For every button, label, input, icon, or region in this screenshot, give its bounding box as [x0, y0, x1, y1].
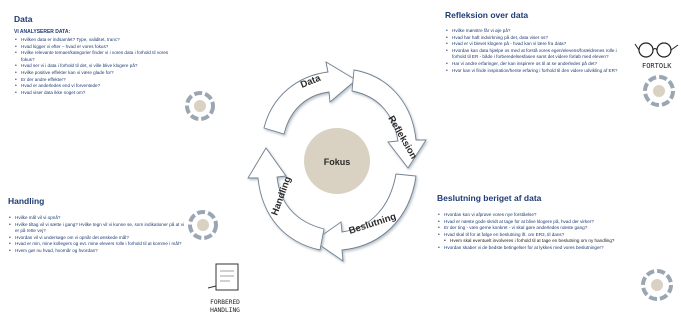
list-item: Er der andre effekter?: [15, 77, 182, 84]
glasses-label: FORTOLK: [642, 62, 672, 70]
list-subitem: Hvem skal eventuelt involveres i forhold…: [444, 238, 627, 245]
glasses-icon: FORTOLK: [634, 42, 679, 70]
beslutning-title: Beslutning beriget af data: [437, 193, 542, 203]
mini-cycle-icon: [185, 91, 215, 121]
list-item: Hvilke positive effekter kan vi være gla…: [15, 70, 182, 77]
data-question-list: Hvilken data er indsamlet? Type, validit…: [14, 37, 182, 96]
list-item: Hvilke mål vil vi opnå?: [9, 215, 188, 222]
list-item: Hvad er vi blevet klogere på - hvad kan …: [446, 41, 625, 48]
list-item: Hvilke mønstre får vi øje på?: [446, 28, 625, 35]
list-item: Er der ting - væn gerne konkret - vi ska…: [438, 225, 627, 232]
center-circle: [304, 128, 370, 194]
mini-cycle-icon: [188, 210, 218, 240]
paper-label-line1: FORBERED: [210, 299, 240, 306]
handling-question-list: Hvilke mål vil vi opnå? Hvilke tiltag vi…: [8, 215, 188, 255]
arrow-beslutning: [313, 173, 417, 262]
beslutning-panel: Beslutning beriget af data Hvordan kan v…: [437, 193, 627, 252]
list-item: Hvad er anderledes end vi forventede?: [15, 83, 182, 90]
data-panel: Data VI ANALYSERER DATA: Hvilken data er…: [14, 14, 182, 96]
beslutning-question-list: Hvordan kan vi afprøve vores nye forståe…: [437, 212, 627, 252]
cycle-diagram: Fokus Data Refleksion Beslutning Handlin…: [247, 61, 427, 262]
data-subtitle: VI ANALYSERER DATA:: [14, 29, 71, 35]
list-item: Hvordan kan vi afprøve vores nye forståe…: [438, 212, 627, 219]
list-item: Hvad viser data ikke noget om?: [15, 90, 182, 97]
list-item: Hvad ser vi i data i forhold til det, vi…: [15, 63, 182, 70]
list-item: Hvad er næste gode skridt at tage for at…: [438, 219, 627, 226]
list-item: Hvordan kan data hjælpe os med at forstå…: [446, 48, 625, 61]
refleksion-title: Refleksion over data: [445, 10, 529, 20]
list-item: Hvilke tiltag vil vi sætte i gang? Hvilk…: [9, 222, 188, 235]
mini-cycle-icon: [641, 269, 673, 301]
center-label: Fokus: [324, 157, 351, 167]
list-item: Hvad er min, mine kollegers og evt. mine…: [9, 241, 188, 248]
list-item: Hvordan vil vi undersøge om vi opnår det…: [9, 235, 188, 242]
list-item: Hvilke relevante temaer/kategorier finde…: [15, 50, 182, 63]
refleksion-panel: Refleksion over data Hvilke mønstre får …: [445, 10, 625, 74]
list-item: Hvad har haft indvirkning på det, data v…: [446, 35, 625, 42]
handling-title: Handling: [8, 196, 45, 206]
handling-panel: Handling Hvilke mål vil vi opnå? Hvilke …: [8, 196, 188, 255]
document-sketch-icon: FORBERED HANDLING: [207, 263, 240, 314]
data-title: Data: [14, 14, 33, 24]
list-item: Hvordan skaber vi de bedste betingelser …: [438, 245, 627, 252]
paper-label-line2: HANDLING: [210, 307, 240, 314]
list-item: Hvad skal til for at følge en beslutning…: [438, 232, 627, 239]
list-item: Hvad kigger vi efter – hvad er vores fok…: [15, 44, 182, 51]
arrow-data: [263, 61, 357, 135]
refleksion-question-list: Hvilke mønstre får vi øje på? Hvad har h…: [445, 28, 625, 74]
mini-cycle-icon: [643, 75, 675, 107]
list-item: Hvilken data er indsamlet? Type, validit…: [15, 37, 182, 44]
list-item: Har vi andre erfaringer, der kan inspire…: [446, 61, 625, 68]
list-item: Hvor kan vi finde inspiration/hente erfa…: [446, 68, 625, 75]
list-item: Hvem gør nu hvad, hvornår og hvordan?: [9, 248, 188, 255]
arrow-handling: [247, 147, 325, 251]
arrow-refleksion: [351, 69, 427, 169]
